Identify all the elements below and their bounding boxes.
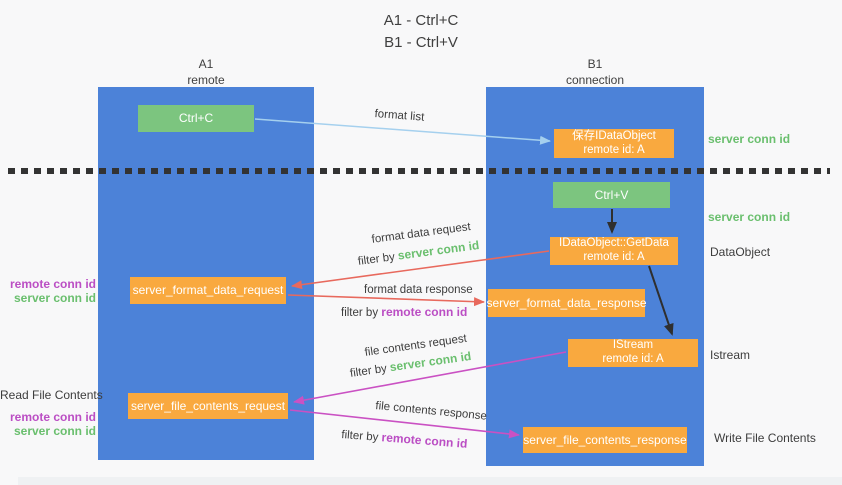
title-line-1: A1 - Ctrl+C xyxy=(383,12,459,29)
edge-label-filter-remote-2: filter by remote conn id xyxy=(341,427,468,451)
side-label-remote-conn-id-upper: remote conn id xyxy=(9,277,96,291)
title-line-2: B1 - Ctrl+V xyxy=(384,33,458,51)
side-label-read-file-contents: Read File Contents xyxy=(0,388,103,402)
remote-conn-id-text: remote conn id xyxy=(381,430,468,451)
file-request-label: server_file_contents_request xyxy=(130,398,286,413)
diagram-title: A1 - Ctrl+C B1 - Ctrl+V xyxy=(0,10,842,54)
server-conn-id-text: server conn id xyxy=(396,238,481,263)
format-request-node: server_format_data_request xyxy=(130,277,286,304)
lane-header-a1: A1 remote xyxy=(98,57,314,88)
side-label-dataobject: DataObject xyxy=(710,245,771,259)
save-dataobject-node: 保存IDataObject remote id: A xyxy=(554,129,674,158)
lane-b1-sublabel: connection xyxy=(565,72,625,87)
side-label-server-conn-id-lower: server conn id xyxy=(13,424,96,438)
save-dataobject-line1: 保存IDataObject xyxy=(572,129,656,142)
edge-label-format-data-response: format data response xyxy=(364,284,473,296)
lane-header-b1: B1 connection xyxy=(486,57,704,88)
remote-conn-id-text: remote conn id xyxy=(381,305,468,319)
edge-label-format-list: format list xyxy=(374,108,425,124)
ctrl-c-node: Ctrl+C xyxy=(138,105,254,132)
side-label-remote-conn-id-lower: remote conn id xyxy=(9,410,96,424)
ctrl-v-node: Ctrl+V xyxy=(553,182,670,208)
edge-label-filter-remote-1: filter by remote conn id xyxy=(341,305,467,319)
arrow-format-data-response xyxy=(287,294,485,307)
filter-by-text: filter by xyxy=(357,251,396,268)
format-response-node: server_format_data_response xyxy=(486,289,647,317)
lane-a1-label: A1 xyxy=(198,57,214,71)
side-label-server-conn-id-mid: server conn id xyxy=(708,210,791,224)
side-label-server-conn-id-upper: server conn id xyxy=(13,291,96,305)
edge-label-file-contents-response: file contents response xyxy=(374,400,488,423)
file-response-label: server_file_contents_response xyxy=(523,432,687,447)
getdata-line2: remote id: A xyxy=(583,251,645,263)
file-request-node: server_file_contents_request xyxy=(128,393,288,419)
bottom-strip xyxy=(18,477,842,485)
getdata-node: IDataObject::GetData remote id: A xyxy=(550,237,678,265)
istream-node: IStream remote id: A xyxy=(568,339,698,367)
ctrl-c-label: Ctrl+C xyxy=(178,111,214,126)
istream-line2: remote id: A xyxy=(602,353,664,365)
side-label-server-conn-id-top: server conn id xyxy=(708,132,791,146)
filter-by-text: filter by xyxy=(341,307,379,319)
format-request-label: server_format_data_request xyxy=(132,283,284,298)
save-dataobject-line2: remote id: A xyxy=(583,143,645,156)
filter-by-text: filter by xyxy=(349,362,388,380)
getdata-line1: IDataObject::GetData xyxy=(559,237,669,250)
side-label-write-file-contents: Write File Contents xyxy=(714,431,816,445)
lane-b1-label: B1 xyxy=(587,57,603,71)
file-response-node: server_file_contents_response xyxy=(523,427,687,453)
lane-a1-sublabel: remote xyxy=(187,72,225,87)
format-response-label: server_format_data_response xyxy=(486,295,647,310)
istream-line1: IStream xyxy=(612,339,654,352)
side-label-istream: Istream xyxy=(710,348,751,362)
filter-by-text: filter by xyxy=(340,428,379,444)
ctrl-v-label: Ctrl+V xyxy=(594,187,629,202)
dotted-separator xyxy=(8,168,830,174)
